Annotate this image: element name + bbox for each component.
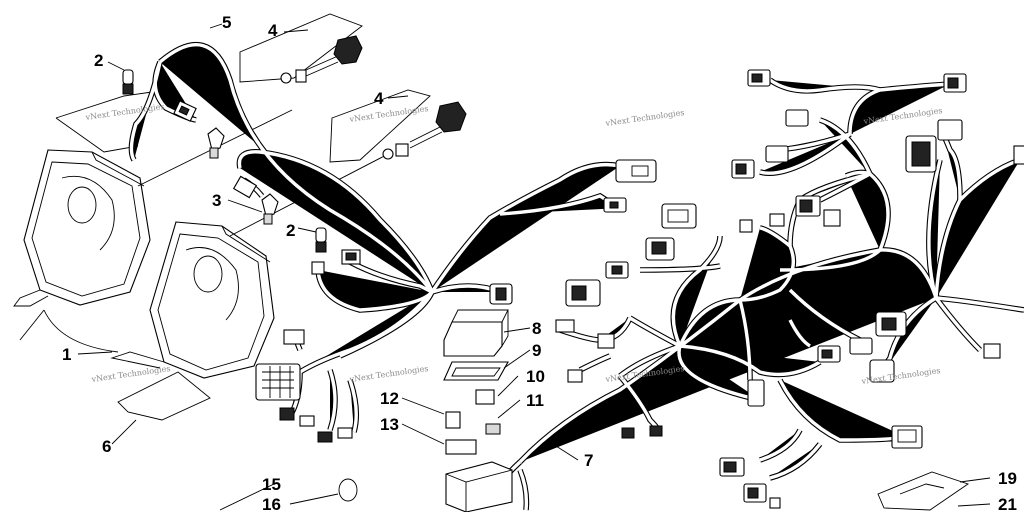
watermark-text: vNext Technologies bbox=[604, 108, 685, 128]
callout-15: 15 bbox=[262, 475, 281, 494]
adjuster-screw-upper bbox=[280, 35, 363, 84]
callout-2: 2 bbox=[94, 51, 103, 70]
fuse-box-cover bbox=[443, 309, 509, 357]
callout-leaders bbox=[77, 23, 991, 511]
callout-3: 3 bbox=[212, 191, 221, 210]
harness-wires bbox=[131, 45, 1024, 510]
bracket-plate bbox=[877, 471, 970, 511]
watermark-text: vNext Technologies bbox=[348, 364, 429, 384]
fuse-parts bbox=[445, 389, 501, 455]
callout-2: 2 bbox=[286, 221, 295, 240]
callout-13: 13 bbox=[380, 415, 399, 434]
callout-4: 4 bbox=[374, 89, 384, 108]
callout-12: 12 bbox=[380, 389, 399, 408]
callout-numbers: 1 2 2 3 4 4 5 6 7 8 9 10 11 12 13 15 16 … bbox=[62, 13, 1017, 512]
callout-8: 8 bbox=[532, 319, 541, 338]
clip-ring bbox=[338, 478, 358, 502]
callout-6: 6 bbox=[102, 437, 111, 456]
adjuster-screw-lower bbox=[382, 101, 467, 160]
watermark-text: vNext Technologies bbox=[348, 104, 429, 124]
callout-11: 11 bbox=[526, 391, 544, 410]
fuse-box-gasket bbox=[443, 361, 509, 381]
callout-5: 5 bbox=[222, 13, 231, 32]
headlight-left bbox=[13, 149, 151, 307]
callout-19: 19 bbox=[998, 469, 1017, 488]
callout-16: 16 bbox=[262, 495, 281, 512]
callout-1: 1 bbox=[62, 345, 71, 364]
harness-connectors bbox=[173, 69, 1024, 509]
headlight-right bbox=[43, 221, 275, 379]
callout-10: 10 bbox=[526, 367, 545, 386]
callout-9: 9 bbox=[532, 341, 541, 360]
callout-21: 21 bbox=[998, 495, 1017, 512]
callout-7: 7 bbox=[584, 451, 593, 470]
fuse-block bbox=[445, 461, 513, 512]
callout-4: 4 bbox=[268, 21, 278, 40]
bulb-socket-parts bbox=[122, 69, 327, 253]
